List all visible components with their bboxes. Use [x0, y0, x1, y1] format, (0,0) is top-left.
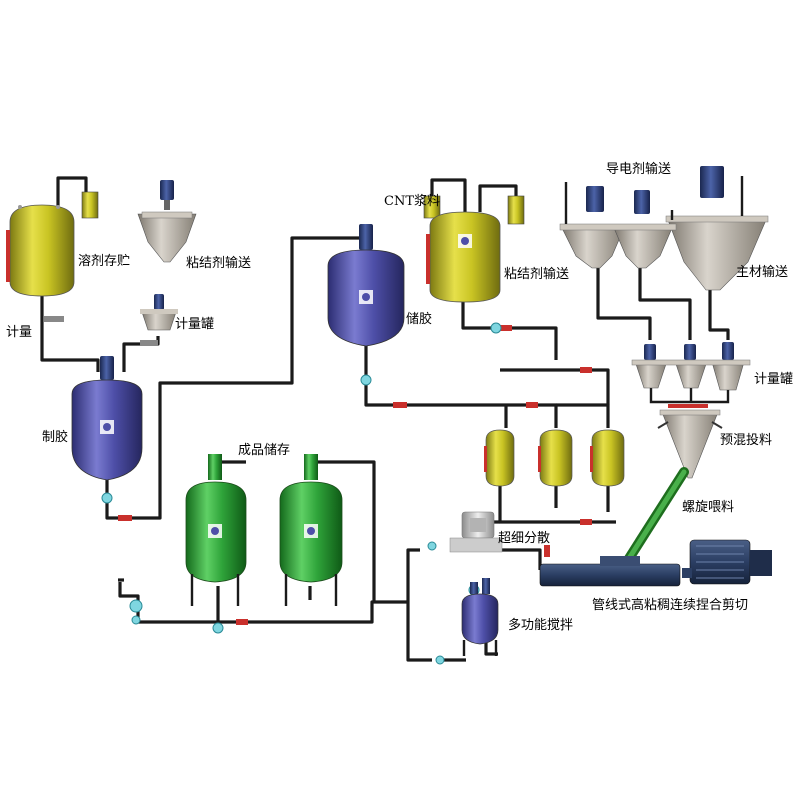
- label-ultrafine-dispersion: 超细分散: [498, 531, 551, 546]
- glue-making-reactor: [71, 356, 143, 481]
- label-screw-feeder: 螺旋喂料: [682, 500, 735, 515]
- premix-feed-hopper: [657, 409, 723, 479]
- label-cnt-slurry: CNT浆料: [384, 194, 440, 209]
- product-storage-tanks: [185, 454, 343, 606]
- label-main-material-feed: 主材输送: [736, 265, 789, 280]
- conductive-agent-hoppers: [559, 166, 769, 291]
- inline-kneader: [539, 539, 772, 587]
- ultrafine-disperser: [449, 511, 503, 553]
- label-binder-feed-1: 粘结剂输送: [186, 256, 252, 271]
- cnt-slurry-tank: [423, 195, 525, 303]
- label-conductive-feed: 导电剂输送: [606, 162, 672, 177]
- label-solvent-storage: 溶剂存贮: [78, 254, 131, 269]
- label-metering-tank-2: 计量罐: [754, 372, 794, 387]
- label-premix-feed: 预混投料: [720, 433, 773, 448]
- multifunction-mixer: [461, 578, 499, 656]
- label-product-storage: 成品储存: [238, 443, 291, 458]
- valve-group: [44, 316, 592, 665]
- glue-storage-reactor: [327, 224, 405, 347]
- label-metering: 计量: [6, 325, 33, 340]
- label-metering-tank-1: 计量罐: [175, 317, 215, 332]
- label-glue-making: 制胶: [42, 430, 69, 445]
- metering-tank-1: [140, 294, 178, 331]
- label-glue-storage: 储胶: [406, 312, 433, 327]
- solvent-storage-tank: [6, 191, 99, 297]
- label-inline-kneader: 管线式高粘稠连续捏合剪切: [592, 598, 749, 613]
- binder-feed-hopper-1: [137, 180, 197, 263]
- label-multifunction-mixer: 多功能搅拌: [508, 618, 574, 633]
- screw-feeder: [623, 467, 689, 565]
- metering-tanks-2: [631, 342, 751, 408]
- label-binder-feed-2: 粘结剂输送: [504, 267, 570, 282]
- small-yellow-tanks: [484, 429, 625, 487]
